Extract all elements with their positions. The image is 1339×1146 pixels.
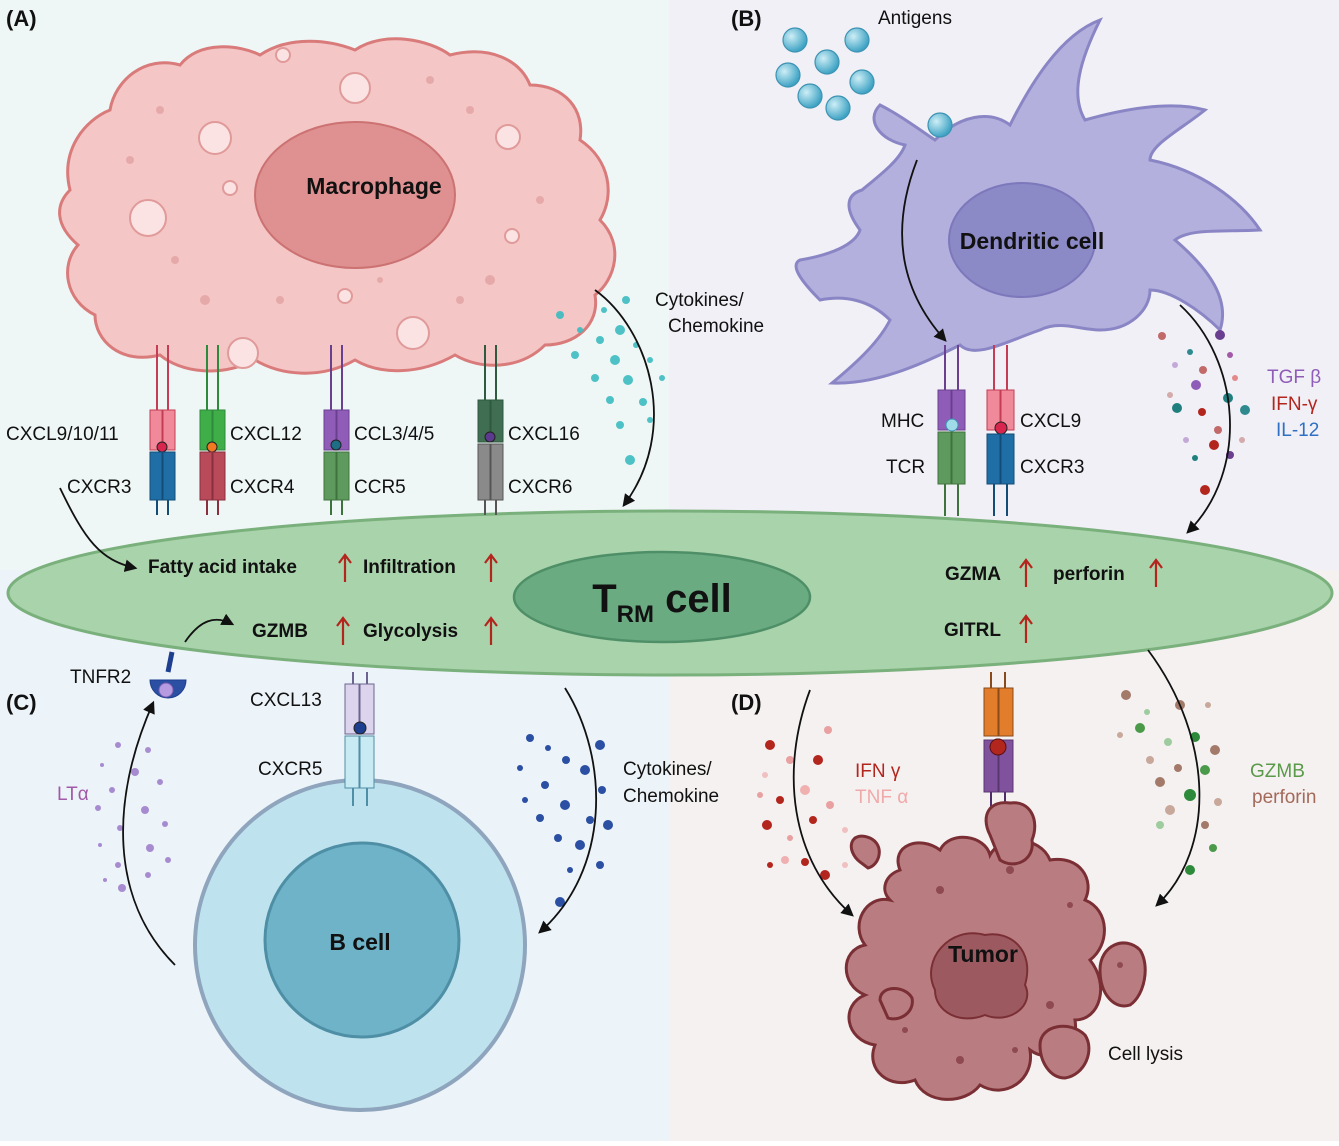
macrophage-nucleus	[254, 121, 456, 269]
effect-fatty-acid-intake: Fatty acid intake	[148, 557, 297, 578]
label-ifn-gamma-b: IFN-γ	[1271, 394, 1318, 415]
dendritic-nucleus	[948, 182, 1096, 298]
trm-nucleus	[512, 550, 812, 644]
label-cxcr3-b: CXCR3	[1020, 457, 1084, 478]
panel-label-d: (D)	[731, 690, 762, 715]
cytokine-a-arrow	[594, 289, 655, 508]
label-mhc: MHC	[881, 411, 924, 432]
up-arrow-perforin	[1149, 558, 1163, 587]
antigens-label: Antigens	[878, 8, 952, 29]
panel-label-b: (B)	[731, 6, 762, 31]
up-arrow-gzma	[1019, 558, 1033, 587]
label-cxcr3-a: CXCR3	[67, 477, 131, 498]
label-cxcr4: CXCR4	[230, 477, 295, 498]
receptor-mhc-tcr	[937, 345, 966, 516]
label-tgf-beta: TGF β	[1267, 367, 1321, 388]
up-arrow-glycolysis	[484, 616, 498, 645]
label-tcr: TCR	[886, 457, 925, 478]
receptor-cxcl13-cxcr5	[344, 672, 375, 806]
cytokine-dots-b	[1158, 330, 1250, 495]
label-cxcl9-10-11: CXCL9/10/11	[6, 424, 119, 445]
receptor-cxcl9-cxcr3-b	[986, 345, 1015, 516]
antigen-uptake-arrow	[901, 159, 947, 342]
effect-perforin: perforin	[1053, 564, 1125, 585]
effect-gzmb: GZMB	[252, 621, 308, 642]
effect-gzma: GZMA	[945, 564, 1001, 585]
label-cell-lysis: Cell lysis	[1108, 1044, 1183, 1065]
label-il-12: IL-12	[1276, 420, 1319, 441]
cytokine-c-arrow	[538, 687, 597, 934]
label-cxcl12: CXCL12	[230, 424, 302, 445]
receptor-tumor-trm	[983, 672, 1014, 812]
up-arrow-infiltration	[484, 553, 498, 582]
label-tnfr2: TNFR2	[70, 667, 131, 688]
panel-label-c: (C)	[6, 690, 37, 715]
up-arrow-fatty	[338, 553, 352, 582]
cytokine-b-arrow	[1179, 304, 1231, 534]
cytokines-a-line2: Chemokine	[668, 316, 764, 337]
label-lt-alpha: LTα	[57, 784, 89, 805]
receptor-cxcl16-cxcr6	[477, 345, 504, 515]
label-ifn-gamma-d: IFN γ	[855, 761, 901, 782]
tumor-label: Tumor	[948, 941, 1018, 967]
panel-label-a: (A)	[6, 6, 37, 31]
cytokines-c-line1: Cytokines/	[623, 759, 712, 780]
effect-glycolysis: Glycolysis	[363, 621, 458, 642]
receptor-cxcl12-cxcr4	[199, 345, 226, 515]
receptor-tnfr2	[149, 651, 187, 699]
effect-gitrl: GITRL	[944, 620, 1001, 641]
label-perforin-d: perforin	[1252, 787, 1316, 808]
gzmb-perforin-dots	[1117, 690, 1222, 875]
antigen-beads	[775, 27, 953, 138]
label-cxcr6: CXCR6	[508, 477, 572, 498]
ifn-tnf-dots	[757, 726, 848, 880]
tumor: Tumor	[844, 801, 1147, 1101]
label-ccl3-4-5: CCL3/4/5	[354, 424, 434, 445]
b-cell: B cell	[193, 778, 527, 1112]
label-tnf-alpha: TNF α	[855, 787, 908, 808]
up-arrow-gitrl	[1019, 614, 1033, 643]
gzmb-arrow	[184, 613, 235, 643]
label-cxcl9-b: CXCL9	[1020, 411, 1081, 432]
ifn-tnf-arrow	[792, 689, 854, 917]
trm-label: TRM cell	[592, 577, 732, 628]
label-cxcl16: CXCL16	[508, 424, 580, 445]
label-cxcl13: CXCL13	[250, 690, 322, 711]
cytokines-c-line2: Chemokine	[623, 786, 719, 807]
label-cxcr5: CXCR5	[258, 759, 322, 780]
up-arrow-gzmb	[336, 616, 350, 645]
effect-infiltration: Infiltration	[363, 557, 456, 578]
receptor-ccl3-ccr5	[323, 345, 350, 515]
lta-arrow	[122, 700, 176, 966]
receptor-cxcl9-cxcr3	[149, 345, 176, 515]
macrophage: Macrophage	[58, 37, 617, 375]
label-gzmb-d: GZMB	[1250, 761, 1305, 782]
cytokines-a-line1: Cytokines/	[655, 290, 744, 311]
b-cell-label: B cell	[329, 929, 390, 955]
trm-cell: TRM cell	[6, 509, 1334, 677]
cytokine-dots-c	[517, 734, 613, 907]
dendritic-cell: Dendritic cell	[794, 17, 1263, 385]
lta-dots	[95, 742, 171, 892]
fatty-acid-arrow	[59, 487, 138, 572]
cytokine-dots-a	[556, 296, 665, 465]
label-ccr5: CCR5	[354, 477, 406, 498]
b-cell-nucleus	[263, 841, 461, 1039]
dendritic-label: Dendritic cell	[960, 228, 1104, 254]
gzmb-perforin-arrow	[1147, 649, 1201, 907]
tumor-nucleus	[930, 932, 1029, 1020]
macrophage-label: Macrophage	[306, 173, 441, 199]
